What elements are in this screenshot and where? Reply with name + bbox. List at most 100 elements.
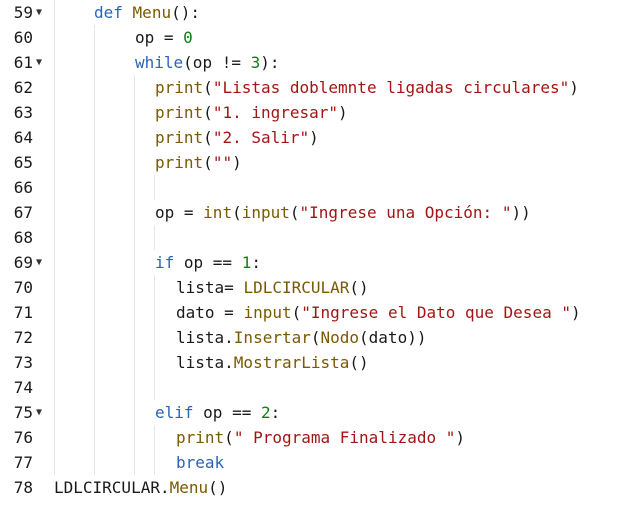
- indent-guide: [134, 300, 135, 325]
- code-token: 2: [260, 403, 271, 422]
- indent-guide: [154, 225, 155, 250]
- line-gutter: 62: [0, 75, 52, 100]
- line-number: 72: [13, 328, 33, 347]
- indent-guide: [54, 375, 55, 400]
- code-token: (: [289, 203, 300, 222]
- line-gutter: 63: [0, 100, 52, 125]
- code-token: MostrarLista: [233, 353, 350, 372]
- code-text: op = 0: [135, 25, 193, 50]
- code-token: op ==: [193, 403, 261, 422]
- code-line[interactable]: 69▼if op == 1:: [0, 250, 619, 275]
- code-line[interactable]: 59▼def Menu():: [0, 0, 619, 25]
- code-line[interactable]: 66: [0, 175, 619, 200]
- code-token: .: [159, 478, 170, 497]
- fold-triangle-down-icon[interactable]: ▼: [36, 7, 43, 18]
- code-line[interactable]: 75▼elif op == 2:: [0, 400, 619, 425]
- line-gutter: 59▼: [0, 0, 52, 25]
- line-gutter: 73: [0, 350, 52, 375]
- code-token: (: [224, 428, 234, 447]
- line-gutter: 68: [0, 225, 52, 250]
- code-token: Menu: [169, 478, 209, 497]
- code-text: dato = input("Ingrese el Dato que Desea …: [176, 300, 581, 325]
- code-line[interactable]: 60 op = 0: [0, 25, 619, 50]
- code-text: lista= LDLCIRCULAR(): [176, 275, 369, 300]
- line-number: 62: [13, 78, 33, 97]
- code-token: 0: [183, 28, 193, 47]
- line-gutter: 75▼: [0, 400, 52, 425]
- line-number: 75: [13, 403, 33, 422]
- indent-guide: [54, 275, 55, 300]
- fold-triangle-down-icon[interactable]: ▼: [36, 257, 43, 268]
- code-token: lista.: [176, 328, 234, 347]
- indent-guide: [54, 150, 55, 175]
- indent-guide: [94, 325, 95, 350]
- indent-guide: [94, 425, 95, 450]
- code-text: op = int(input("Ingrese una Opción: ")): [155, 200, 531, 225]
- code-token: "1. ingresar": [212, 103, 339, 122]
- indent-guide: [94, 375, 95, 400]
- line-gutter: 71: [0, 300, 52, 325]
- code-line[interactable]: 76 print(" Programa Finalizado "): [0, 425, 619, 450]
- code-line[interactable]: 70 lista= LDLCIRCULAR(): [0, 275, 619, 300]
- line-gutter: 76: [0, 425, 52, 450]
- code-token: ): [232, 153, 242, 172]
- code-token: ): [569, 78, 579, 97]
- code-token: print: [155, 153, 204, 172]
- fold-triangle-down-icon[interactable]: ▼: [36, 57, 43, 68]
- indent-guide: [54, 200, 55, 225]
- indent-guide: [94, 250, 95, 275]
- indent-guide: [94, 400, 95, 425]
- indent-guide: [134, 125, 135, 150]
- code-token: elif: [155, 403, 194, 422]
- line-gutter: 72: [0, 325, 52, 350]
- code-text: print(" Programa Finalizado "): [176, 425, 465, 450]
- indent-guide: [134, 350, 135, 375]
- indent-guide: [94, 150, 95, 175]
- code-token: ): [455, 428, 466, 447]
- code-token: (: [203, 128, 213, 147]
- indent-guide: [54, 100, 55, 125]
- line-number: 60: [13, 28, 33, 47]
- code-line[interactable]: 61▼while(op != 3):: [0, 50, 619, 75]
- line-number: 68: [13, 228, 33, 247]
- indent-guide: [94, 350, 95, 375]
- code-token: )): [511, 203, 531, 222]
- line-gutter: 61▼: [0, 50, 52, 75]
- code-token: (: [310, 328, 321, 347]
- code-line[interactable]: 68: [0, 225, 619, 250]
- line-number: 59: [13, 3, 33, 22]
- code-token: op =: [135, 28, 184, 47]
- code-token: "Ingrese el Dato que Desea ": [301, 303, 571, 322]
- line-gutter: 70: [0, 275, 52, 300]
- line-number: 63: [13, 103, 33, 122]
- indent-guide: [134, 275, 135, 300]
- code-token: def: [94, 3, 123, 22]
- indent-guide: [54, 25, 55, 50]
- indent-guide: [94, 125, 95, 150]
- fold-triangle-down-icon[interactable]: ▼: [36, 407, 43, 418]
- code-token: ): [309, 128, 319, 147]
- line-number: 61: [13, 53, 33, 72]
- code-line[interactable]: 71 dato = input("Ingrese el Dato que Dese…: [0, 300, 619, 325]
- line-number: 71: [13, 303, 33, 322]
- code-token: LDLCIRCULAR: [54, 478, 160, 497]
- code-token: print: [155, 78, 204, 97]
- line-gutter: 60: [0, 25, 52, 50]
- line-gutter: 66: [0, 175, 52, 200]
- indent-guide: [94, 450, 95, 475]
- code-token: "Ingrese una Opción: ": [299, 203, 512, 222]
- code-line[interactable]: 74: [0, 375, 619, 400]
- code-token: (: [232, 203, 242, 222]
- indent-guide: [154, 425, 155, 450]
- code-token: (: [203, 103, 213, 122]
